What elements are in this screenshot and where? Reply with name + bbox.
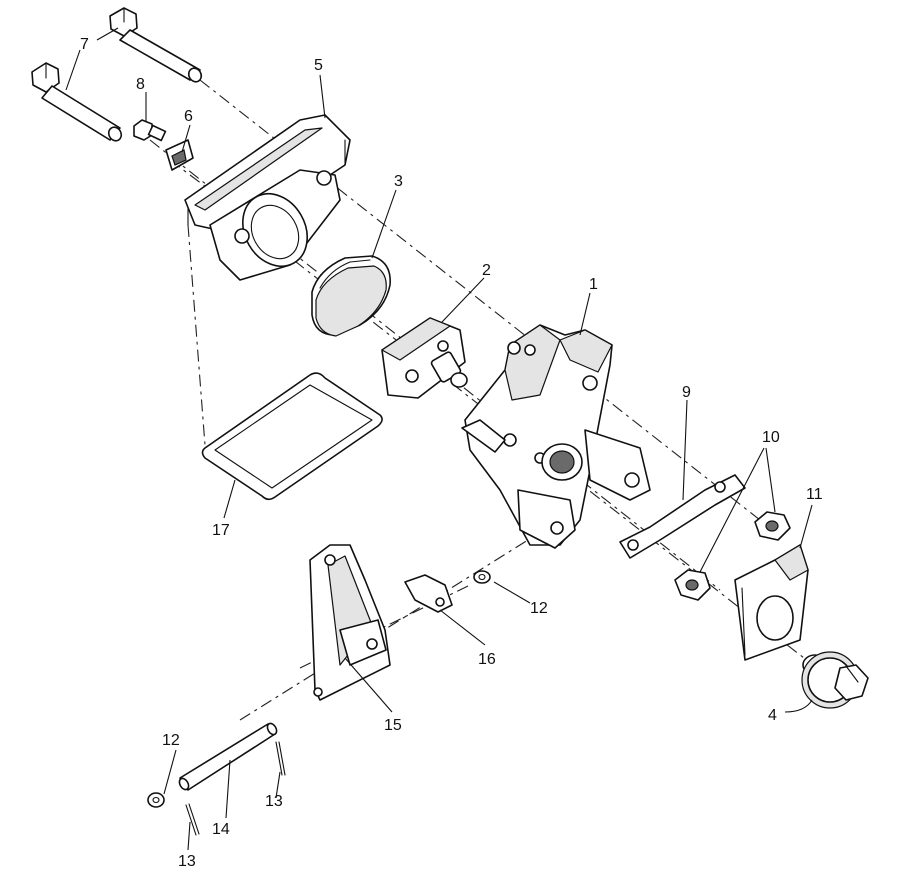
callout-3: 3 — [394, 173, 403, 190]
clip-part-6 — [165, 139, 194, 171]
callout-7: 7 — [80, 36, 89, 53]
knob-part-4 — [801, 651, 869, 709]
leader-lines — [65, 27, 813, 851]
callout-15: 15 — [384, 717, 402, 734]
callout-10: 10 — [762, 429, 780, 446]
washer-part-12-upper — [473, 570, 491, 584]
callout-11: 11 — [806, 486, 823, 503]
callout-13-left: 13 — [178, 853, 196, 870]
main-bracket-part-1 — [461, 324, 651, 549]
callout-6: 6 — [184, 108, 193, 125]
callout-17: 17 — [212, 522, 230, 539]
callout-1: 1 — [589, 276, 598, 293]
callout-13-right: 13 — [265, 793, 283, 810]
arm-part-15 — [309, 544, 391, 701]
bracket-part-16 — [404, 574, 453, 613]
pivot-block-part-2 — [381, 317, 468, 399]
callout-5: 5 — [314, 57, 323, 74]
cotter-pin-part-13-left — [185, 803, 200, 836]
washer-part-12-lower — [147, 792, 165, 808]
callout-12-upper: 12 — [530, 600, 548, 617]
callout-labels: 1 2 3 4 5 6 7 8 9 10 11 12 12 13 13 14 1… — [80, 36, 823, 870]
bolt-part-8 — [133, 119, 167, 142]
callout-12-lower: 12 — [162, 732, 180, 749]
callout-14: 14 — [212, 821, 230, 838]
gasket-part-17 — [201, 372, 383, 501]
callout-4: 4 — [768, 707, 777, 724]
link-strap-part-9 — [619, 474, 746, 559]
callout-2: 2 — [482, 262, 491, 279]
nut-part-10-lower — [674, 569, 711, 601]
callout-9: 9 — [682, 384, 691, 401]
callout-16: 16 — [478, 651, 496, 668]
cover-part-11 — [734, 544, 809, 661]
pad-part-3 — [311, 255, 391, 337]
callout-8: 8 — [136, 76, 145, 93]
cotter-pin-part-13-right — [275, 741, 286, 776]
pin-part-14 — [178, 722, 278, 791]
housing-part-5 — [184, 114, 351, 281]
nut-part-10-upper — [754, 511, 791, 541]
